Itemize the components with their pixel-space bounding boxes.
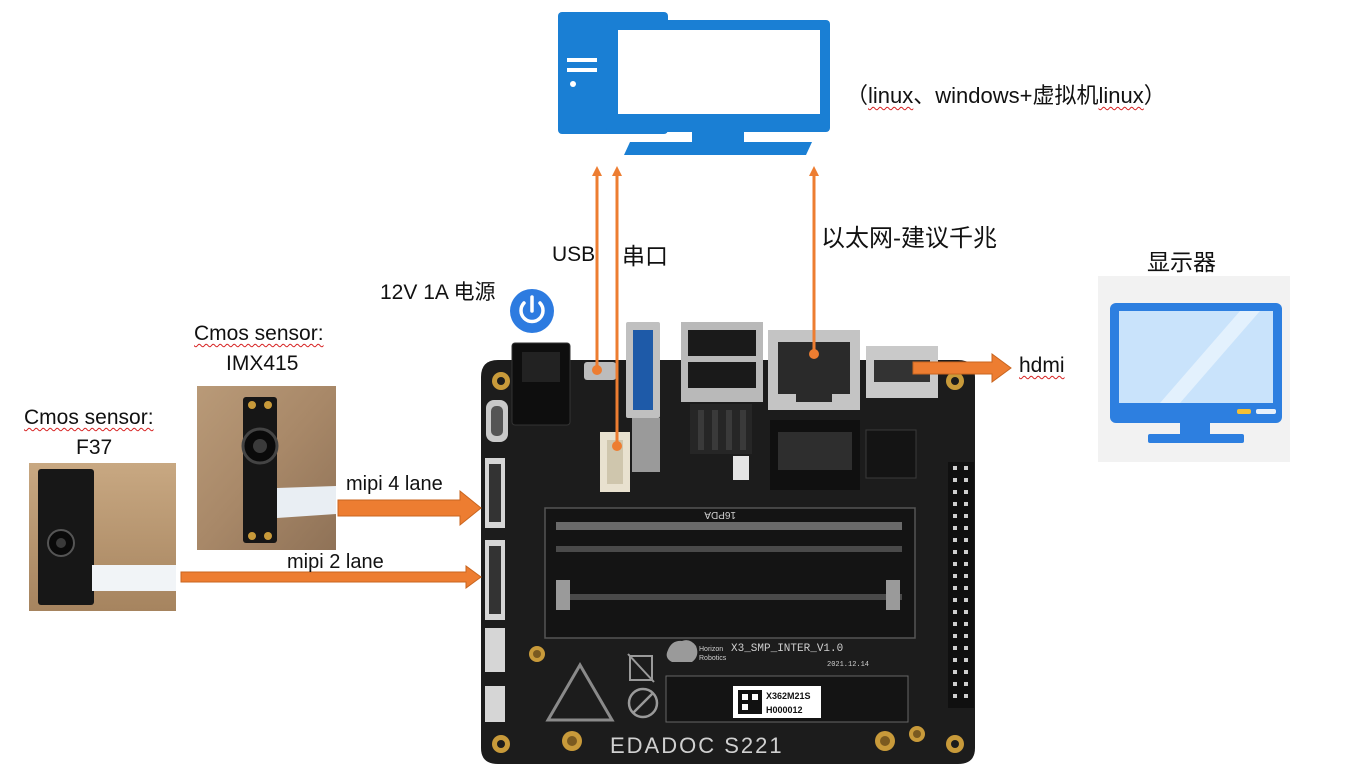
camera-imx415-photo <box>197 386 336 550</box>
board-silk-model: X3_SMP_INTER_V1.0 <box>731 643 843 655</box>
cmos-f37-label: Cmos sensor: <box>24 406 154 429</box>
power-icon <box>510 289 554 333</box>
power-label: 12V 1A 电源 <box>380 281 496 304</box>
board-silk-date: 2021.12.14 <box>827 661 869 669</box>
board-brand-line1: Horizon <box>699 646 723 653</box>
mipi4-arrow <box>337 489 482 527</box>
desktop-computer-icon <box>558 12 830 155</box>
board-ddr-mark: 16PDA <box>704 509 736 520</box>
board-maker-text: EDADOC S221 <box>610 733 784 758</box>
usb-label: USB <box>552 243 596 266</box>
display-label: 显示器 <box>1147 249 1216 275</box>
mipi2-label: mipi 2 lane <box>287 551 384 573</box>
os-note-label: （linux、windows+虚拟机linux） <box>846 83 1166 108</box>
camera-f37-photo <box>29 463 176 611</box>
cmos-f37-model: F37 <box>76 436 113 459</box>
board-brand-line2: Robotics <box>699 655 727 662</box>
connection-arrows <box>592 166 819 451</box>
dev-board <box>481 322 975 764</box>
board-qr-line2: H000012 <box>766 705 803 715</box>
mipi4-label: mipi 4 lane <box>346 473 443 495</box>
ethernet-label: 以太网-建议千兆 <box>821 225 997 252</box>
mipi2-arrow <box>180 565 482 589</box>
hdmi-label: hdmi <box>1019 354 1065 377</box>
cmos-imx415-model: IMX415 <box>226 352 299 375</box>
monitor-icon <box>1098 276 1290 462</box>
board-qr-line1: X362M21S <box>766 691 811 701</box>
cmos-imx415-label: Cmos sensor: <box>194 322 324 345</box>
hdmi-arrow <box>912 353 1012 383</box>
serial-label: 串口 <box>622 243 668 269</box>
